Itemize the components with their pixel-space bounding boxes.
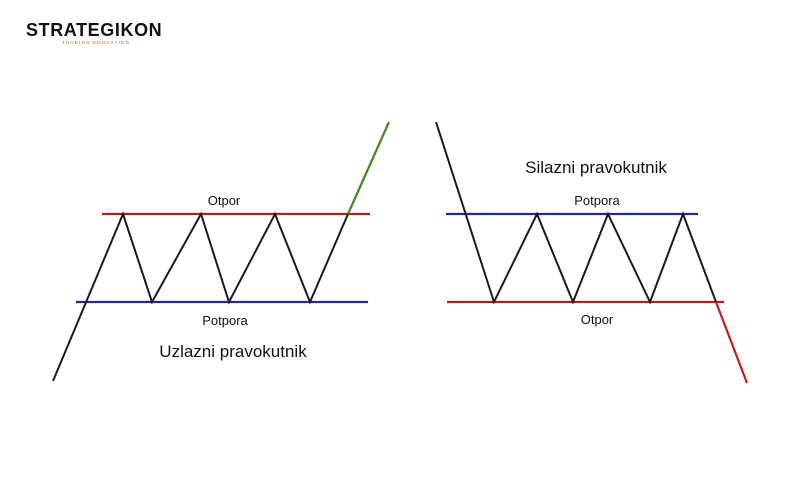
price-path [435, 121, 717, 305]
logo-tagline: TRADING EDUCATION [62, 40, 131, 45]
resistance-label: Otpor [581, 312, 614, 327]
descending-rectangle: Potpora Otpor Silazni pravokutnik [435, 121, 749, 384]
descending-rectangle-title: Silazni pravokutnik [525, 158, 667, 177]
breakout-down-line [714, 301, 749, 384]
ascending-rectangle-title: Uzlazni pravokutnik [159, 342, 307, 361]
breakout-up-line [346, 121, 391, 215]
logo-name: STRATEGIKON [26, 20, 163, 40]
support-label: Potpora [202, 313, 248, 328]
resistance-label: Otpor [208, 193, 241, 208]
support-label: Potpora [574, 193, 620, 208]
price-path [52, 211, 349, 382]
ascending-rectangle: Otpor Potpora Uzlazni pravokutnik [52, 121, 391, 382]
strategikon-logo: STRATEGIKON TRADING EDUCATION [26, 20, 162, 46]
